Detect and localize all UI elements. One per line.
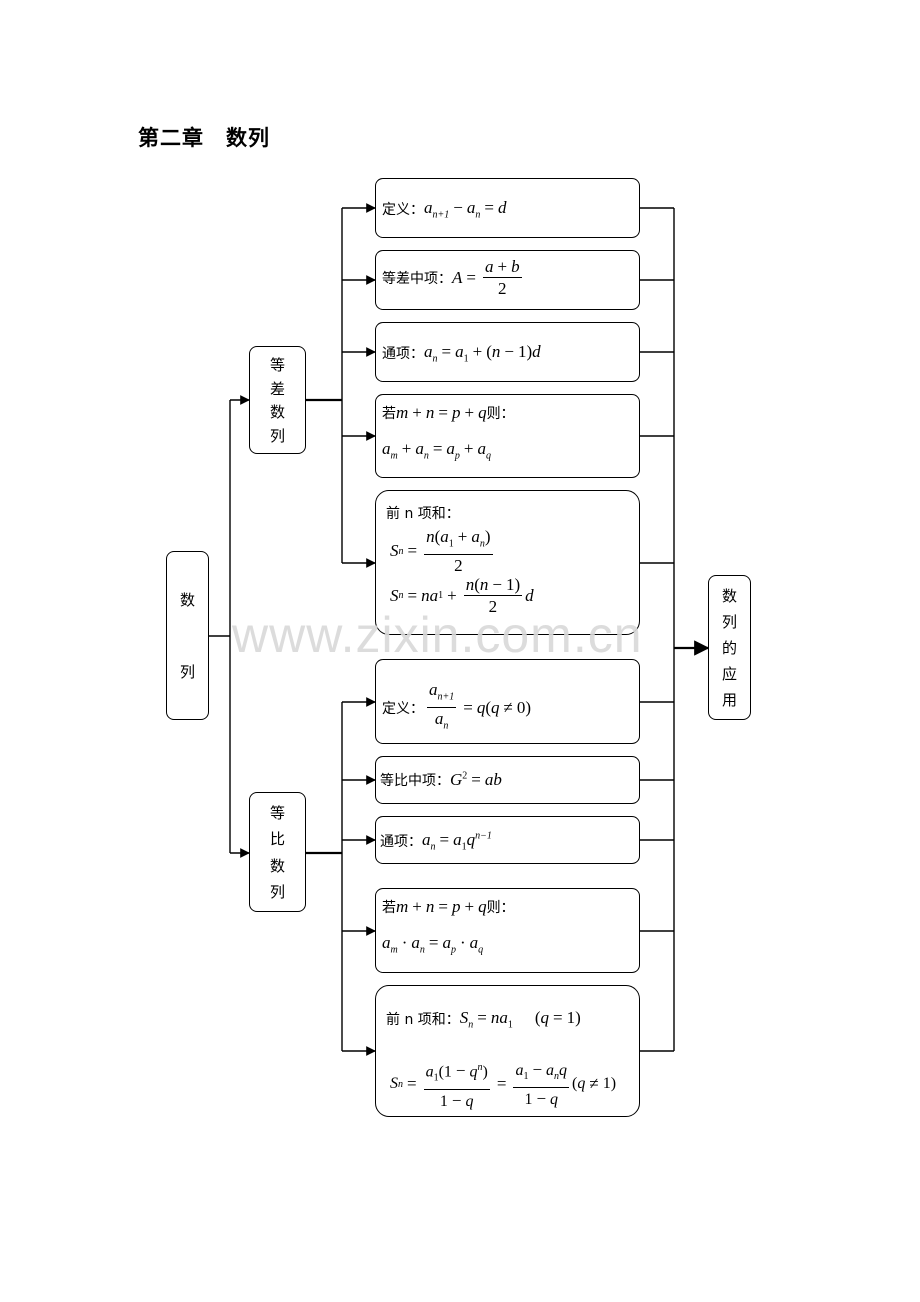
arith-property-formula: am+an=ap+aq (382, 439, 492, 462)
application-char: 应 (721, 665, 737, 683)
geometric-char: 比 (269, 830, 285, 849)
geo-middle-formula: G2=ab (450, 770, 502, 789)
watermark: www.zixin.com.cn (232, 607, 643, 663)
geo-general-label: 通项： (380, 834, 422, 851)
geometric-char: 数 (269, 856, 285, 875)
geo-middle-box: 等比中项： G2=ab (375, 756, 640, 804)
arith-general-formula: an=a1+(n−1)d (424, 342, 541, 365)
arith-property-suffix: 则： (486, 406, 515, 422)
application-box: 数 列 的 应 用 (708, 575, 751, 720)
root-char: 数 (179, 591, 195, 610)
geo-property-formula: am·an=ap·aq (382, 933, 484, 956)
arithmetic-char: 等 (269, 355, 285, 374)
arith-middle-label: 等差中项： (382, 270, 452, 287)
geometric-box: 等 比 数 列 (249, 792, 306, 912)
geometric-char: 等 (269, 804, 285, 823)
arith-sum-label: 前 n 项和： (386, 506, 460, 522)
arith-definition-label: 定义： (382, 202, 424, 219)
arithmetic-char: 数 (269, 403, 285, 422)
arith-property-box: 若 m+n=p+q 则： am+an=ap+aq (375, 394, 640, 478)
geo-sum-label: 前 n 项和： (386, 1012, 460, 1029)
arith-general-label: 通项： (382, 346, 424, 363)
geo-property-box: 若 m+n=p+q 则： am·an=ap·aq (375, 888, 640, 973)
arith-definition-box: 定义： an+1−an=d (375, 178, 640, 238)
application-char: 列 (721, 613, 737, 631)
arith-property-prefix: 若 (382, 406, 396, 422)
arithmetic-box: 等 差 数 列 (249, 346, 306, 454)
geo-middle-label: 等比中项： (380, 773, 450, 789)
geometric-char: 列 (269, 882, 285, 901)
root-box: 数 列 (166, 551, 209, 720)
arithmetic-char: 差 (269, 379, 285, 398)
geo-property-prefix: 若 (382, 900, 396, 916)
geo-general-formula: an=a1qn−1 (422, 830, 492, 853)
arith-definition-formula: an+1−an=d (424, 198, 507, 221)
arith-property-condition: m+n=p+q (396, 403, 487, 422)
root-char: 列 (179, 662, 195, 681)
arith-general-box: 通项： an=a1+(n−1)d (375, 322, 640, 382)
geo-definition-label: 定义： (382, 700, 424, 717)
page-title: 第二章 数列 (138, 126, 270, 150)
application-char: 用 (721, 691, 737, 709)
geo-property-condition: m+n=p+q (396, 897, 487, 916)
application-char: 的 (721, 639, 737, 657)
geo-general-box: 通项： an=a1qn−1 (375, 816, 640, 864)
application-char: 数 (721, 587, 737, 605)
arithmetic-char: 列 (269, 427, 285, 446)
geo-sum-formula-1: Sn=na1(q=1) (459, 1008, 581, 1031)
geo-property-suffix: 则： (486, 900, 515, 916)
